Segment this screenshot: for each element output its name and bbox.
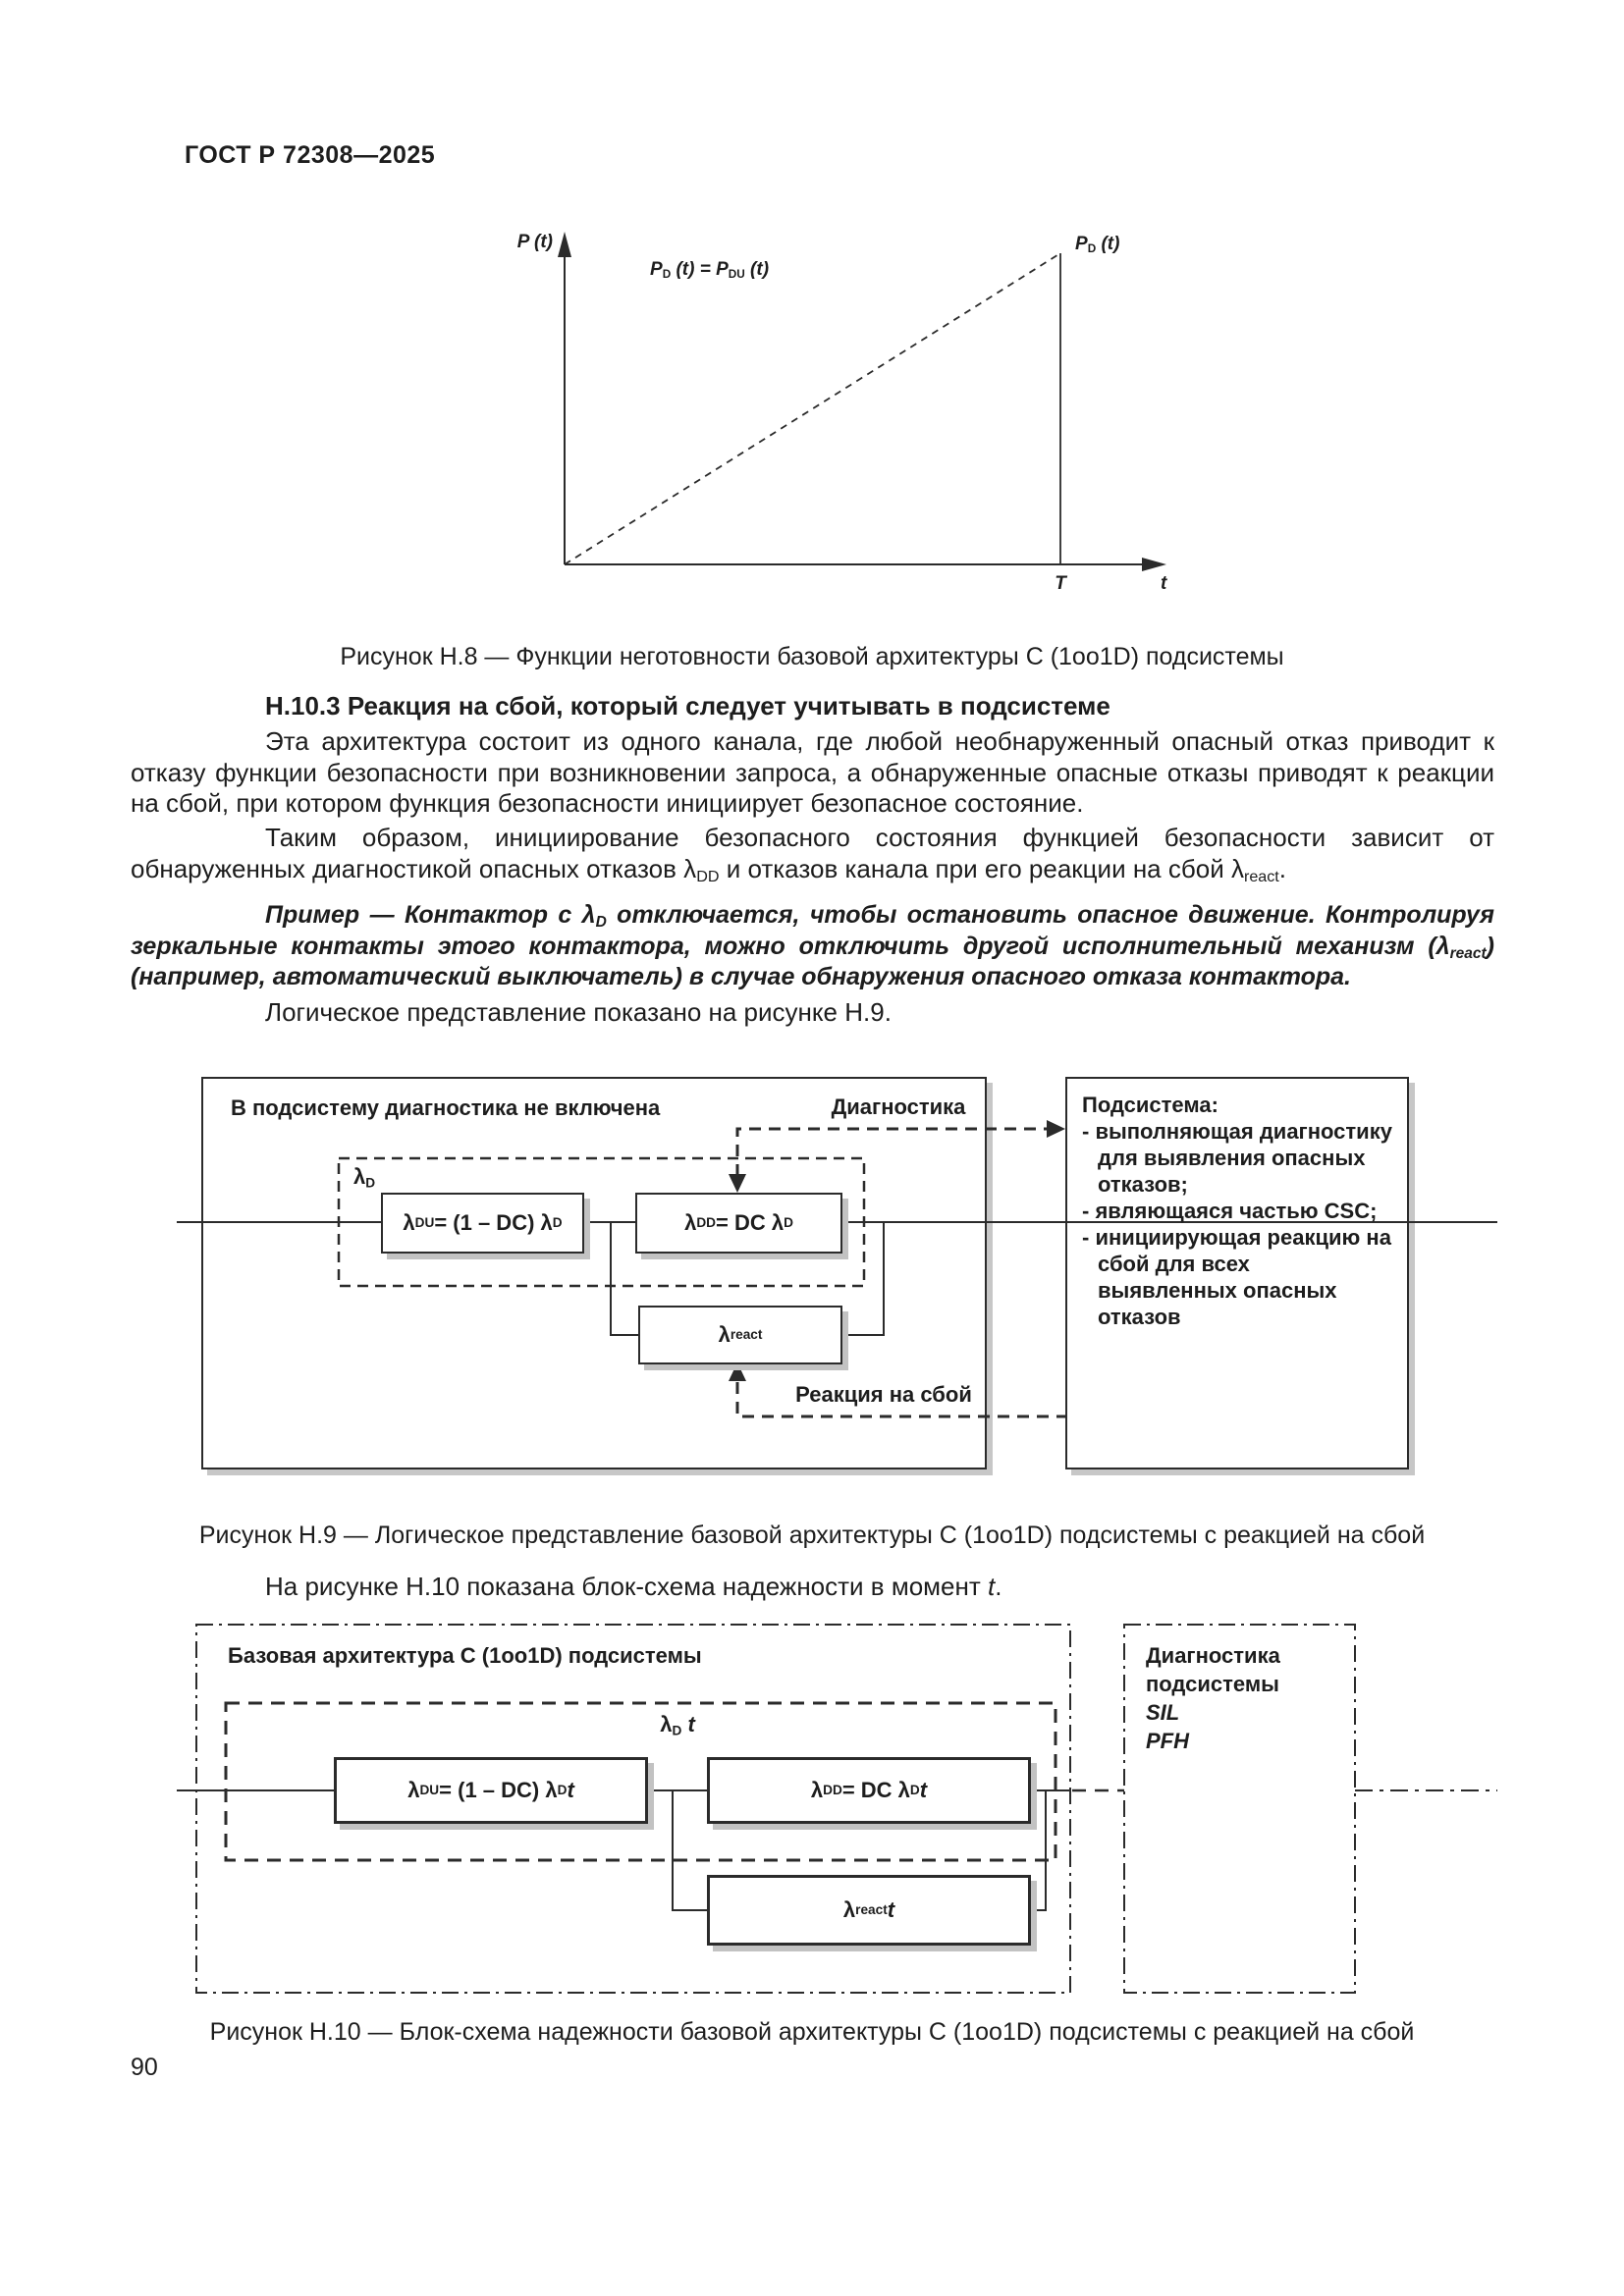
diagnostics-dashdot-box	[1123, 1624, 1356, 1994]
react-right-branch	[1031, 1790, 1047, 1911]
channel-outer-box	[201, 1077, 987, 1469]
graph-equation-label: PD (t) = PDU (t)	[650, 259, 770, 281]
react-left-branch	[672, 1790, 707, 1911]
architecture-dashdot-box	[195, 1624, 1071, 1994]
figure-h10-diagram: Базовая архитектура С (1oo1D) подсистемы…	[177, 1620, 1497, 1998]
subsystem-item-1: - выполняющая диагностику для выявления …	[1082, 1119, 1392, 1197]
diagnostics-box-line-4: PFH	[1146, 1729, 1189, 1753]
page-number: 90	[131, 2054, 158, 2081]
figure-h8-caption: Рисунок Н.8 — Функции неготовности базов…	[340, 643, 1284, 670]
diagnostics-right-arrow-icon	[1047, 1120, 1065, 1138]
diagnostics-dashed-path	[735, 1127, 1060, 1176]
t-marker-label: T	[1055, 573, 1066, 594]
pd-curve-label: PD (t)	[1075, 234, 1120, 255]
diagnostics-down-arrow-icon	[729, 1174, 746, 1193]
subsystem-outer-box	[1065, 1077, 1409, 1469]
subsystem-item-2: - являющаяся частью CSC;	[1082, 1199, 1378, 1223]
x-axis-arrow-icon	[1142, 558, 1166, 571]
figure-h8-graph: P (t) PD (t) = PDU (t) PD (t) T t	[432, 206, 1198, 609]
lambda-d-dashed-box	[337, 1156, 866, 1288]
architecture-box-label: Базовая архитектура С (1oo1D) подсистемы	[228, 1643, 702, 1668]
diagnostics-box-line-2: подсистемы	[1146, 1672, 1279, 1696]
subsystem-title: Подсистема:	[1082, 1093, 1218, 1117]
subsystem-text: Подсистема: - выполняющая диагностику дл…	[1082, 1092, 1394, 1330]
figure-h8-canvas	[558, 232, 1166, 571]
diagnostics-box-text: Диагностика подсистемы SIL PFH	[1146, 1641, 1342, 1755]
channel-box-label: В подсистему диагностика не включена	[231, 1095, 661, 1120]
fault-reaction-dashed-path	[735, 1382, 1065, 1418]
paragraph-3: Логическое представление показано на рис…	[265, 997, 892, 1027]
figure-h9-diagram: В подсистему диагностика не включена Диа…	[177, 1070, 1497, 1477]
figure-h10-caption: Рисунок Н.10 — Блок-схема надежности баз…	[209, 2018, 1415, 2046]
lambda-dt-dashed-box	[224, 1701, 1057, 1862]
subsystem-item-3: - инициирующая реакцию на сбой для всех …	[1082, 1225, 1391, 1329]
paragraph-1: Эта архитектура состоит из одного канала…	[131, 726, 1494, 818]
react-right-branch	[842, 1222, 885, 1336]
paragraph-4: На рисунке Н.10 показана блок-схема наде…	[265, 1572, 1002, 1601]
pd-dashed-curve	[564, 252, 1061, 565]
fault-reaction-up-arrow-icon	[729, 1362, 746, 1381]
lambda-dt-label: λD t	[660, 1712, 695, 1738]
x-axis-label: t	[1161, 573, 1167, 594]
example-paragraph: Пример — Контактор с λD отключается, что…	[131, 901, 1494, 990]
diagnostics-box-line-1: Диагностика	[1146, 1643, 1280, 1668]
y-axis-arrow-icon	[558, 232, 571, 257]
figure-h9-caption: Рисунок Н.9 — Логическое представление б…	[198, 1522, 1426, 1549]
paragraph-2: Таким образом, инициирование безопасного…	[131, 823, 1494, 885]
y-axis-label: P (t)	[516, 232, 553, 252]
document-header: ГОСТ Р 72308—2025	[185, 141, 436, 169]
section-heading: Н.10.3 Реакция на сбой, который следует …	[265, 691, 1110, 721]
react-left-branch	[610, 1222, 638, 1336]
lambda-d-label: λD	[353, 1164, 376, 1191]
fault-reaction-label: Реакция на сбой	[795, 1382, 972, 1407]
diagnostics-label: Диагностика	[831, 1095, 966, 1119]
diagnostics-box-line-3: SIL	[1146, 1700, 1180, 1725]
